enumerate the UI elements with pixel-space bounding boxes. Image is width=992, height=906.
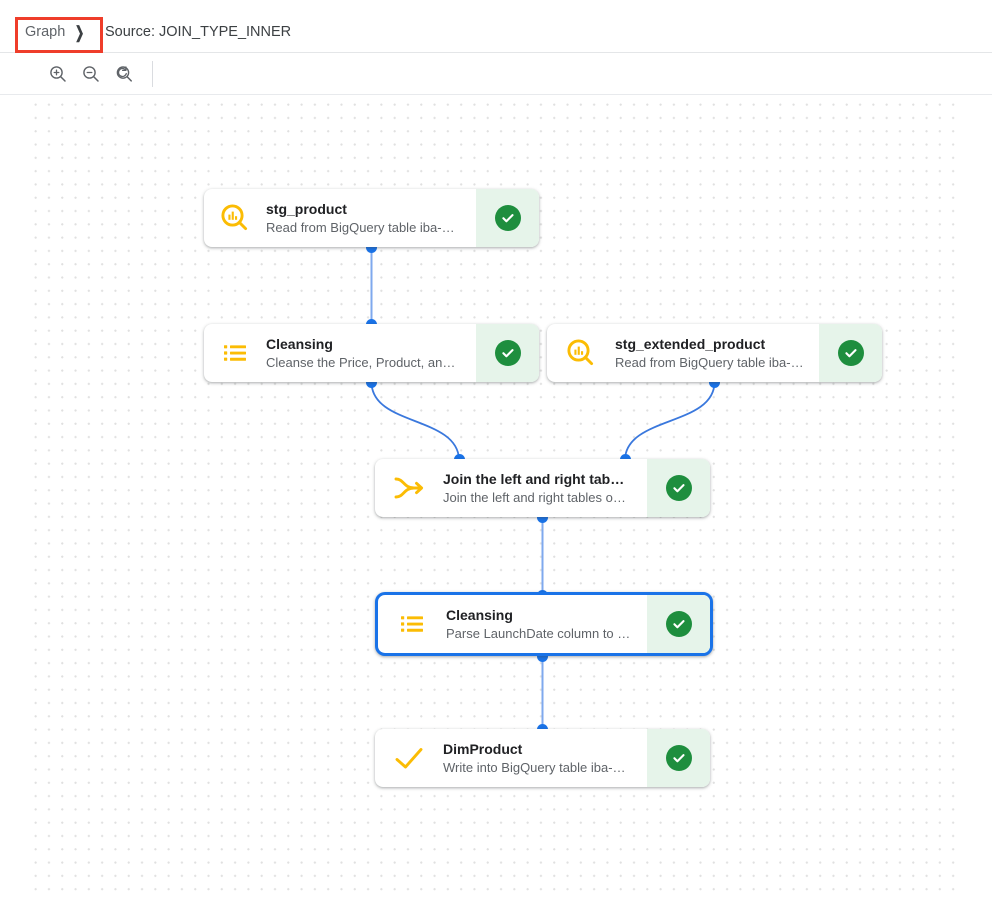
graph-edges: [370, 247, 716, 729]
chevron-right-icon: ❯: [75, 22, 85, 42]
node-text: DimProduct Write into BigQuery table iba…: [443, 729, 647, 787]
node-status-panel: [476, 189, 539, 247]
node-subtitle: Parse LaunchDate column to …: [446, 625, 631, 641]
node-status-panel: [647, 459, 710, 517]
zoom-reset-button[interactable]: [111, 61, 137, 87]
node-text: Cleansing Cleanse the Price, Product, an…: [266, 324, 476, 382]
port-extended-out[interactable]: [709, 376, 720, 388]
zoom-reset-icon: [116, 66, 132, 82]
node-status-panel: [647, 729, 710, 787]
zoom-out-button[interactable]: [78, 61, 104, 87]
port-cleansing2-out[interactable]: [537, 650, 548, 662]
zoom-out-icon: [83, 66, 99, 82]
node-subtitle: Cleanse the Price, Product, an…: [266, 354, 456, 370]
status-success-icon: [494, 205, 521, 231]
node-subtitle: Read from BigQuery table iba-…: [266, 219, 455, 235]
graph-node-cleansing-1[interactable]: Cleansing Cleanse the Price, Product, an…: [204, 324, 539, 382]
graph-node-stg-extended-product[interactable]: stg_extended_product Read from BigQuery …: [547, 324, 882, 382]
breadcrumb[interactable]: Graph ❯: [25, 24, 85, 40]
port-cleansing-out[interactable]: [366, 376, 377, 388]
graph-node-join[interactable]: Join the left and right tab… Join the le…: [375, 459, 710, 517]
graph-node-stg-product[interactable]: stg_product Read from BigQuery table iba…: [204, 189, 539, 247]
status-success-icon: [837, 340, 864, 366]
breadcrumb-item-graph[interactable]: Graph: [25, 24, 66, 40]
node-title: stg_extended_product: [615, 335, 766, 352]
graph-node-cleansing-2-selected[interactable]: Cleansing Parse LaunchDate column to …: [375, 592, 713, 656]
join-merge-icon: [375, 459, 443, 517]
bigquery-search-icon: [204, 189, 266, 247]
graph-canvas[interactable]: stg_product Read from BigQuery table iba…: [27, 96, 956, 891]
node-text: stg_extended_product Read from BigQuery …: [615, 324, 819, 382]
node-title: Cleansing: [266, 335, 333, 352]
edge-cleansing-to-join: [370, 381, 460, 460]
node-title: DimProduct: [443, 740, 523, 757]
port-join-out[interactable]: [537, 511, 548, 523]
bigquery-search-icon: [547, 324, 615, 382]
list-icon: [204, 324, 266, 382]
node-text: Cleansing Parse LaunchDate column to …: [446, 595, 647, 653]
port-stg-product-out[interactable]: [366, 241, 377, 253]
status-success-icon: [494, 340, 521, 366]
node-title: stg_product: [266, 200, 347, 217]
node-title: Join the left and right tab…: [443, 470, 625, 487]
node-status-panel: [819, 324, 882, 382]
page-header: Graph ❯ Source: JOIN_TYPE_INNER: [0, 0, 992, 53]
zoom-in-button[interactable]: [45, 61, 71, 87]
node-text: stg_product Read from BigQuery table iba…: [266, 189, 476, 247]
node-status-panel: [476, 324, 539, 382]
node-subtitle: Write into BigQuery table iba-…: [443, 759, 626, 775]
graph-toolbar: [0, 53, 992, 95]
status-success-icon: [665, 745, 692, 771]
breadcrumb-source-label: Source: JOIN_TYPE_INNER: [105, 24, 292, 40]
zoom-in-icon: [50, 66, 66, 82]
graph-node-dim-product[interactable]: DimProduct Write into BigQuery table iba…: [375, 729, 710, 787]
list-icon: [378, 595, 446, 653]
status-success-icon: [665, 475, 692, 501]
status-success-icon: [665, 611, 692, 637]
toolbar-divider: [152, 61, 153, 87]
node-subtitle: Join the left and right tables o…: [443, 489, 626, 505]
edge-extended-to-join: [624, 381, 716, 460]
node-subtitle: Read from BigQuery table iba-…: [615, 354, 804, 370]
node-status-panel: [647, 595, 710, 653]
node-title: Cleansing: [446, 606, 513, 623]
checkmark-icon: [375, 729, 443, 787]
node-text: Join the left and right tab… Join the le…: [443, 459, 647, 517]
